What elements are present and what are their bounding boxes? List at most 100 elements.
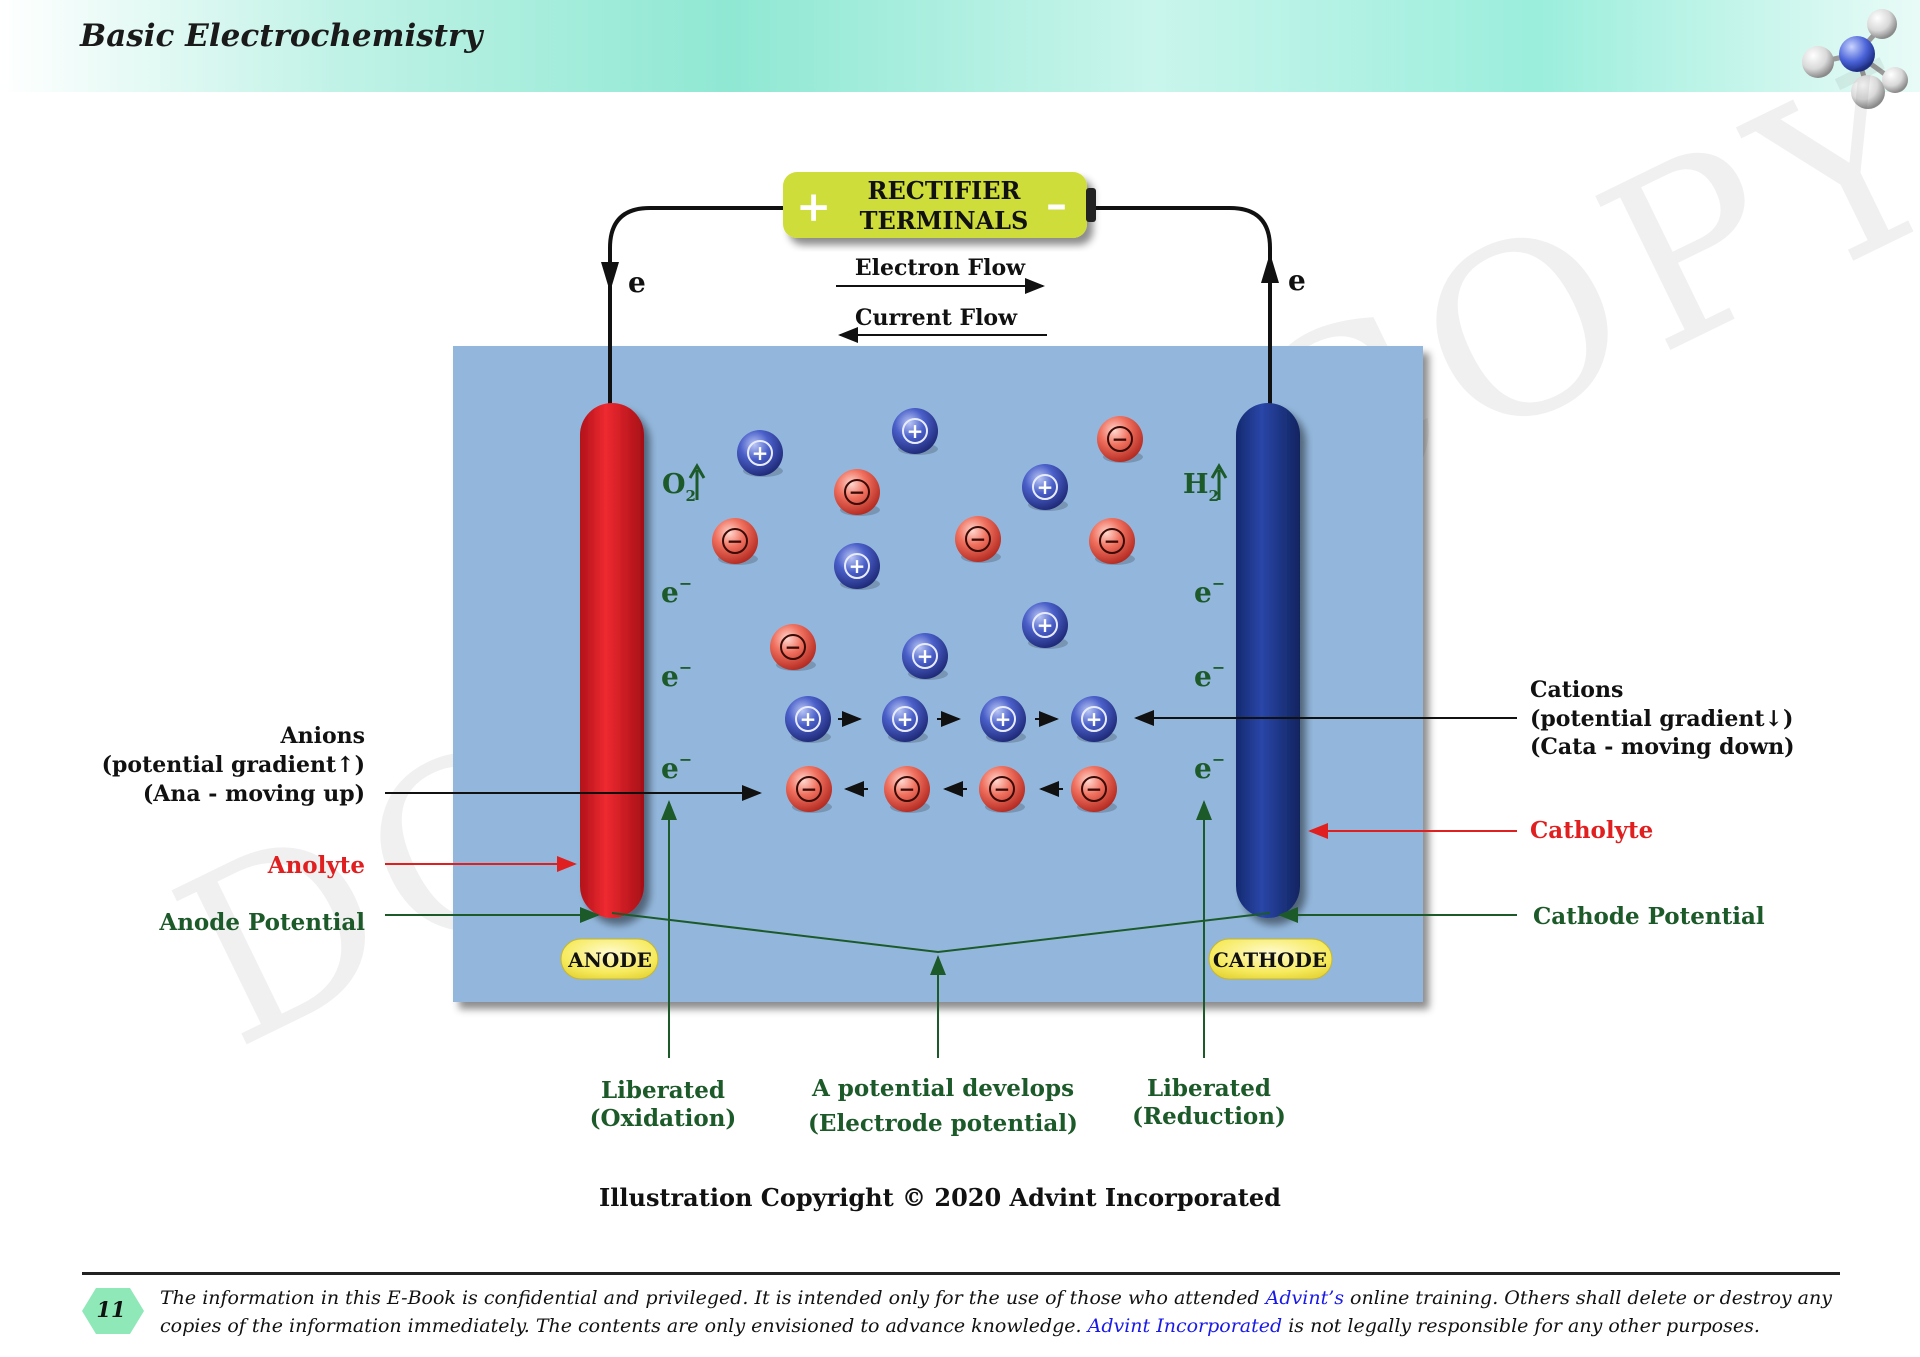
ion-migration-arrows xyxy=(838,711,1063,797)
anion-sign: − xyxy=(1112,427,1129,451)
footer-text-part: online training. Others shall delete or … xyxy=(160,1287,1832,1337)
anion: − xyxy=(1097,416,1143,463)
molecule-icon xyxy=(1802,9,1908,109)
anions-line3: (Ana - moving up) xyxy=(143,781,365,807)
anion: − xyxy=(955,516,1001,563)
cation: + xyxy=(882,696,928,743)
cations-line3: (Cata - moving down) xyxy=(1530,734,1795,760)
anolyte-label: Anolyte xyxy=(267,852,365,879)
electron-label-right: e xyxy=(1288,264,1306,297)
rectifier-minus: – xyxy=(1046,179,1067,228)
potential-lines xyxy=(611,912,1271,954)
oxidation-line2: (Oxidation) xyxy=(590,1105,737,1132)
anion: − xyxy=(770,624,816,671)
footer-text-part: The information in this E-Book is confid… xyxy=(160,1287,1266,1309)
cation-sign: + xyxy=(897,707,914,731)
cation: + xyxy=(1022,464,1068,511)
anion: − xyxy=(786,766,832,813)
rectifier-terminals: + – RECTIFIER TERMINALS xyxy=(783,172,1096,238)
rectifier-label-line1: RECTIFIER xyxy=(868,176,1022,205)
anions-line2: (potential gradient↑) xyxy=(102,752,365,778)
anion: − xyxy=(834,469,880,516)
cation: + xyxy=(902,633,948,680)
reduction-callout: Liberated (Reduction) xyxy=(1132,1075,1286,1130)
oxygen-gas-label: O2 xyxy=(662,469,696,505)
oxidation-line1: Liberated xyxy=(601,1077,725,1104)
cathode-electrode xyxy=(1236,403,1300,918)
cation-sign: + xyxy=(1037,475,1054,499)
electron-symbol: e− xyxy=(1194,658,1225,693)
anode-badge: ANODE xyxy=(560,938,659,980)
catholyte-label: Catholyte xyxy=(1530,817,1653,844)
anion: − xyxy=(1071,766,1117,813)
anode-label: ANODE xyxy=(567,948,652,972)
rectifier-label-line2: TERMINALS xyxy=(860,206,1029,235)
anion-sign: − xyxy=(801,777,818,801)
footer-disclaimer: The information in this E-Book is confid… xyxy=(160,1284,1850,1340)
ions-layer: ++−−+−+−−+−+++++−−−− xyxy=(712,408,1143,813)
cation-sign: + xyxy=(995,707,1012,731)
electron-symbol: e− xyxy=(661,750,692,785)
electrode-potential-callout: A potential develops (Electrode potentia… xyxy=(808,1075,1078,1137)
cation: + xyxy=(785,696,831,743)
anion-sign: − xyxy=(1104,529,1121,553)
cations-line2: (potential gradient↓) xyxy=(1530,706,1793,732)
electron-symbol: e− xyxy=(661,658,692,693)
gas-up-arrow-icon xyxy=(688,463,706,500)
gas-up-arrow-icon xyxy=(1210,463,1228,500)
anion-sign: − xyxy=(1086,777,1103,801)
anion-sign: − xyxy=(727,529,744,553)
anions-callout: Anions (potential gradient↑) (Ana - movi… xyxy=(102,723,365,807)
anode-potential-label: Anode Potential xyxy=(158,909,365,936)
footer-text-part: is not legally responsible for any other… xyxy=(1282,1315,1760,1337)
cation-sign: + xyxy=(917,644,934,668)
cation: + xyxy=(980,696,1026,743)
advint-incorporated-link[interactable]: Advint Incorporated xyxy=(1087,1315,1283,1337)
hydrogen-gas-label: H2 xyxy=(1183,469,1219,505)
electron-flow-label: Electron Flow xyxy=(855,255,1026,281)
anion: − xyxy=(884,766,930,813)
page-number-badge xyxy=(82,1288,144,1334)
cation: + xyxy=(892,408,938,455)
oxidation-callout: Liberated (Oxidation) xyxy=(590,1077,737,1132)
potential-line2: (Electrode potential) xyxy=(808,1110,1078,1137)
anion-sign: − xyxy=(970,527,987,551)
cations-line1: Cations xyxy=(1530,677,1623,703)
cathode-badge: CATHODE xyxy=(1208,938,1333,980)
cation: + xyxy=(737,430,783,477)
anion-sign: − xyxy=(849,480,866,504)
electron-symbol: e− xyxy=(661,574,692,609)
advint-link[interactable]: Advint’s xyxy=(1265,1287,1344,1309)
external-circuit-wire xyxy=(608,206,1272,405)
anion: − xyxy=(979,766,1025,813)
footer-divider xyxy=(82,1272,1840,1275)
anion: − xyxy=(1089,518,1135,565)
reduction-line1: Liberated xyxy=(1147,1075,1271,1102)
down-arrow-icon xyxy=(601,262,619,292)
anion-sign: − xyxy=(899,777,916,801)
rectifier-plus: + xyxy=(796,182,831,231)
electron-label-left: e xyxy=(628,266,646,299)
cation-sign: + xyxy=(907,419,924,443)
current-flow-label: Current Flow xyxy=(855,305,1018,331)
potential-line1: A potential develops xyxy=(811,1075,1074,1102)
copyright-notice: Illustration Copyright © 2020 Advint Inc… xyxy=(599,1183,1281,1212)
anion-sign: − xyxy=(785,635,802,659)
cation-sign: + xyxy=(849,554,866,578)
cathode-potential-label: Cathode Potential xyxy=(1533,903,1765,930)
header-band xyxy=(0,0,1920,92)
anode-electrode xyxy=(580,403,644,918)
electron-symbol: e− xyxy=(1194,750,1225,785)
cation-sign: + xyxy=(1086,707,1103,731)
up-arrow-icon xyxy=(1261,253,1279,283)
reduction-line2: (Reduction) xyxy=(1132,1103,1286,1130)
electron-symbols: e− e− e− e− e− e− xyxy=(661,574,1225,785)
cation: + xyxy=(834,543,880,590)
anion-sign: − xyxy=(994,777,1011,801)
cathode-label: CATHODE xyxy=(1213,948,1327,972)
electron-symbol: e− xyxy=(1194,574,1225,609)
page-number: 11 xyxy=(96,1297,126,1322)
cation-sign: + xyxy=(752,441,769,465)
cation: + xyxy=(1071,696,1117,743)
